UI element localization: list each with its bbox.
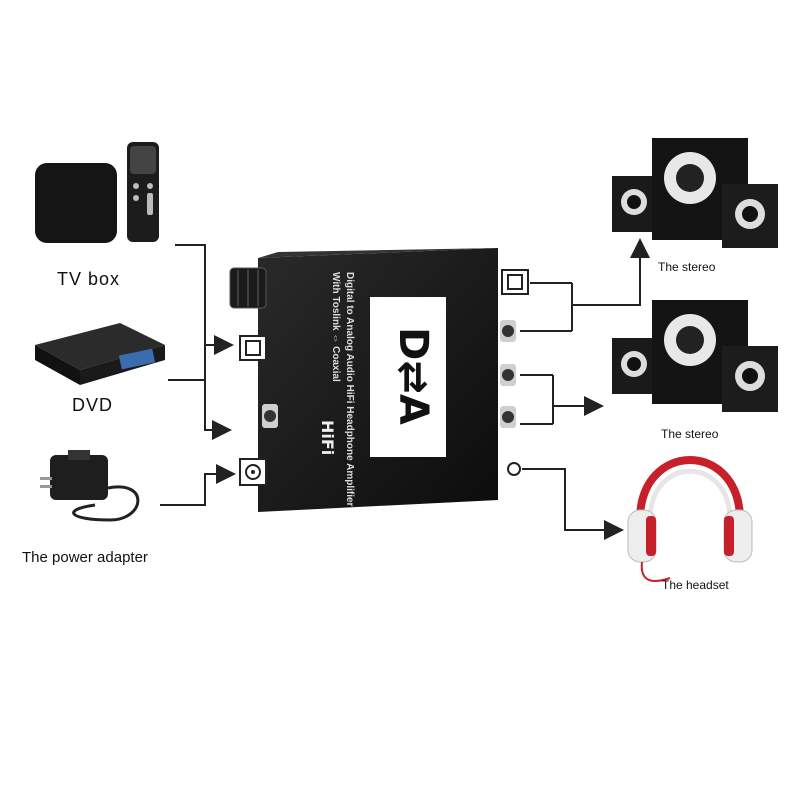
headset-image <box>627 456 753 582</box>
converter-box <box>229 248 516 512</box>
power-adapter-label: The power adapter <box>22 549 148 566</box>
tv-box-label: TV box <box>57 269 121 289</box>
headphone-jack-symbol <box>507 462 521 476</box>
stereo-speakers-image-2 <box>612 300 778 412</box>
headset-label: The headset <box>662 578 729 592</box>
dvd-label: DVD <box>72 395 114 415</box>
converter-logo: D⇄A <box>390 327 436 425</box>
stereo-label-2: The stereo <box>661 427 719 441</box>
dvd-player-image <box>35 323 165 385</box>
coaxial-port-symbol-left <box>239 458 267 486</box>
converter-description-line1: Digital to Analog Audio HiFi Headphone A… <box>344 272 355 507</box>
optical-port-symbol-right <box>501 269 529 295</box>
power-adapter-image <box>40 450 140 522</box>
tv-box-image <box>35 142 159 243</box>
converter-description-line2: With Toslink ⇔ Coaxial <box>330 272 341 382</box>
stereo-label-1: The stereo <box>658 260 716 274</box>
input-connector-lines <box>160 244 236 506</box>
optical-port-symbol-left <box>239 335 267 361</box>
converter-hifi-label: HiFi <box>318 420 337 455</box>
output-connector-lines <box>520 238 650 540</box>
stereo-speakers-image-1 <box>612 138 778 248</box>
